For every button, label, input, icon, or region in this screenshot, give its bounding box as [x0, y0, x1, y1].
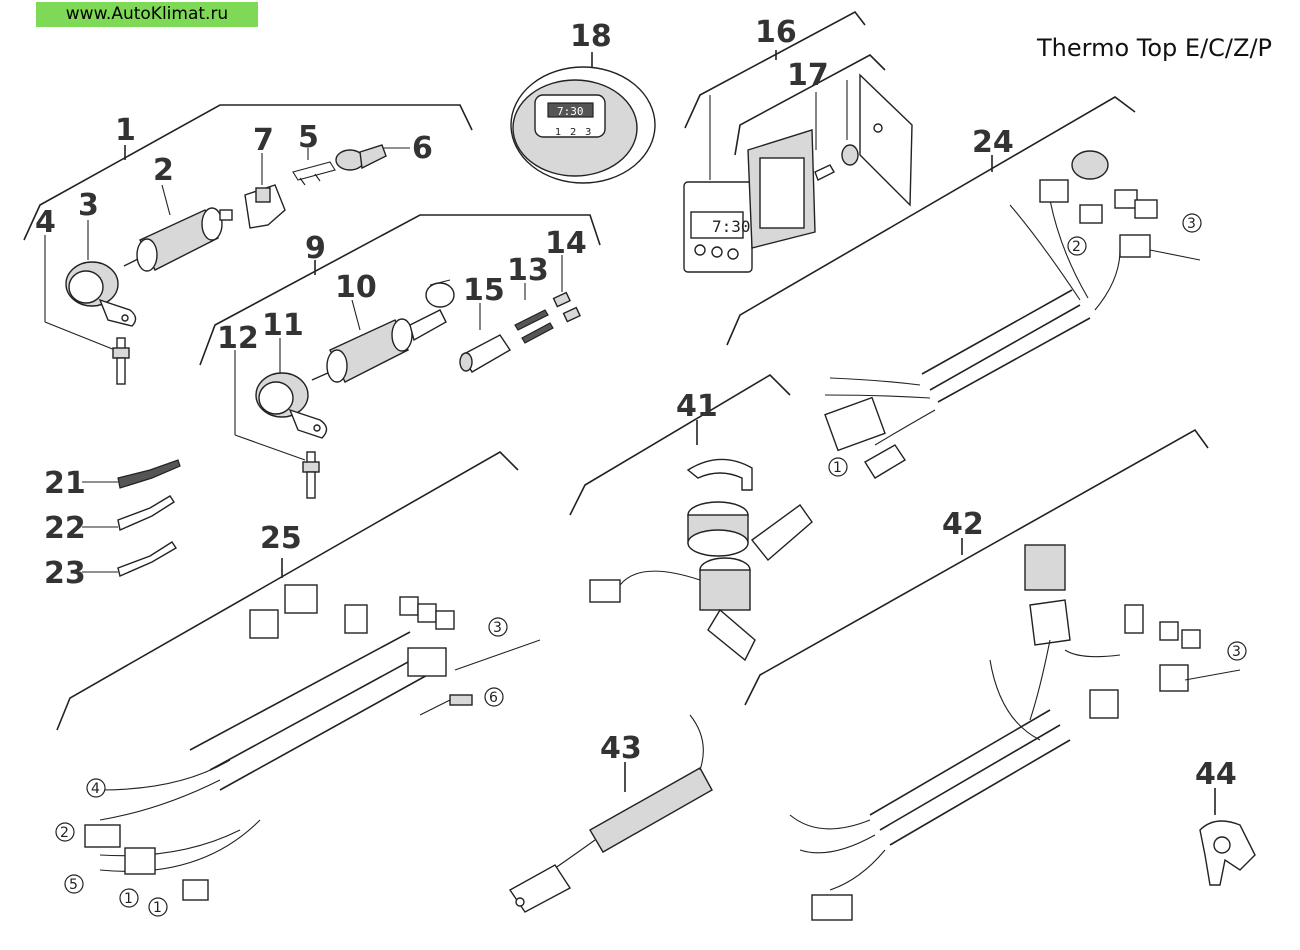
circled-5-25: 5 [69, 877, 78, 893]
callout-22: 22 [44, 511, 86, 546]
part-2-pump [123, 207, 233, 272]
callout-21: 21 [44, 466, 86, 501]
timer-key-3: 3 [585, 127, 591, 138]
callout-16: 16 [755, 15, 797, 50]
circled-markers: 2 3 1 3 6 4 2 5 1 1 3 [55, 213, 1247, 917]
group-43 [508, 714, 713, 913]
callout-18: 18 [570, 19, 612, 54]
part-12-stud [302, 451, 320, 499]
part-3-clamp [65, 261, 137, 327]
callout-43: 43 [600, 731, 642, 766]
callout-14: 14 [545, 226, 587, 261]
part-44-clip [1199, 788, 1256, 886]
circled-2-25: 2 [60, 825, 69, 841]
circled-6-25: 6 [489, 690, 498, 706]
circled-2-24: 2 [1072, 239, 1081, 255]
callout-6: 6 [412, 131, 433, 166]
callout-44: 44 [1195, 757, 1237, 792]
callout-2: 2 [153, 153, 174, 188]
callout-labels: 1 2 3 4 5 6 7 9 10 11 12 13 14 15 16 17 … [35, 15, 1237, 792]
callout-15: 15 [463, 273, 505, 308]
callout-5: 5 [298, 120, 319, 155]
timer-display: 7:30 [712, 217, 751, 236]
timer-key-2: 2 [570, 127, 576, 138]
callout-41: 41 [676, 389, 718, 424]
part-7-connector [244, 184, 286, 229]
group-25 [56, 451, 541, 901]
circled-3-42: 3 [1232, 644, 1241, 660]
part-5-clip [292, 161, 336, 186]
group-24 [726, 96, 1201, 479]
circled-3-25: 3 [493, 620, 502, 636]
group-41 [569, 373, 813, 662]
callout-13: 13 [507, 253, 549, 288]
callout-12: 12 [217, 321, 259, 356]
group-1 [23, 104, 473, 351]
circled-3-24: 3 [1187, 216, 1196, 232]
part-4-stud [112, 337, 130, 385]
part-18-controller: 7:30 1 2 3 [510, 52, 656, 184]
callout-42: 42 [942, 507, 984, 542]
group-16-17: 7:30 [683, 10, 913, 273]
part-17-bracket [859, 73, 913, 207]
callout-25: 25 [260, 521, 302, 556]
part-14-terminal [552, 291, 581, 323]
circled-1-24: 1 [833, 460, 842, 476]
terminals-21-23 [82, 459, 181, 577]
group-42 [744, 428, 1241, 921]
part-11-clamp [255, 372, 328, 439]
group-9 [199, 214, 601, 461]
circled-4-25: 4 [91, 781, 100, 797]
circled-1-25a: 1 [124, 891, 133, 907]
callout-11: 11 [262, 308, 304, 343]
part-10-pump [311, 279, 455, 383]
callout-10: 10 [335, 270, 377, 305]
callout-23: 23 [44, 556, 86, 591]
callout-4: 4 [35, 205, 56, 240]
callout-17: 17 [787, 58, 829, 93]
callout-1: 1 [115, 113, 136, 148]
site-badge[interactable]: www.AutoKlimat.ru [36, 2, 258, 27]
controller-display: 7:30 [557, 105, 584, 118]
timer-key-1: 1 [555, 127, 561, 138]
callout-24: 24 [972, 125, 1014, 160]
callout-3: 3 [78, 188, 99, 223]
circled-1-25b: 1 [153, 900, 162, 916]
part-6-plug [335, 144, 387, 171]
callout-9: 9 [305, 231, 326, 266]
model-title: Thermo Top E/C/Z/P [1037, 34, 1272, 62]
part-15-connector [459, 334, 511, 373]
callout-7: 7 [253, 123, 274, 158]
part-13-terminal [514, 309, 554, 344]
